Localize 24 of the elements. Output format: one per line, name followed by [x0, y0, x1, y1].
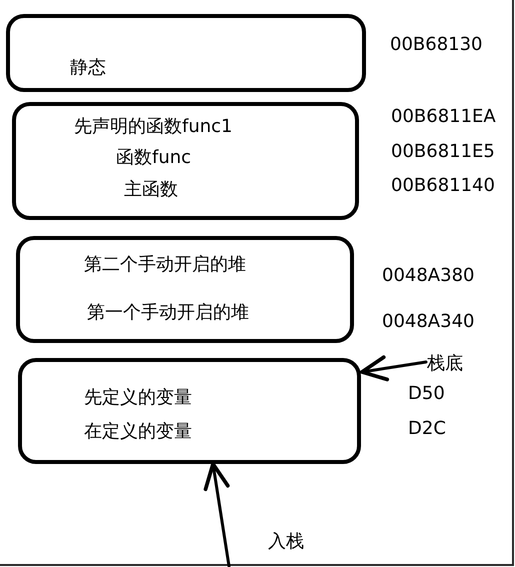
- item-label: 先声明的函数func1: [74, 116, 233, 138]
- arrow: [204, 462, 230, 567]
- item-label: 先定义的变量: [84, 387, 192, 409]
- item-label: 主函数: [124, 179, 178, 201]
- item-label: 在定义的变量: [84, 421, 192, 443]
- address-label: 00B681140: [391, 175, 495, 197]
- annotation-text: 栈底: [427, 353, 463, 375]
- item-label: 函数func: [116, 147, 192, 169]
- address-label: 00B68130: [390, 34, 483, 56]
- address-label: 0048A380: [382, 265, 474, 287]
- item-label: 静态: [70, 57, 106, 79]
- rounded-box: [16, 236, 354, 343]
- item-label: 第一个手动开启的堆: [87, 302, 249, 324]
- address-label: D2C: [408, 418, 446, 440]
- rounded-box: [6, 14, 366, 92]
- edge-label: 入栈: [266, 531, 306, 553]
- rounded-box: [18, 358, 361, 464]
- address-label: 00B6811EA: [391, 106, 496, 128]
- rounded-box: [12, 102, 359, 220]
- address-label: 0048A340: [382, 311, 474, 333]
- address-label: 00B6811E5: [391, 141, 495, 163]
- address-label: D50: [408, 383, 445, 405]
- arrow: [360, 355, 428, 382]
- item-label: 第二个手动开启的堆: [84, 254, 246, 276]
